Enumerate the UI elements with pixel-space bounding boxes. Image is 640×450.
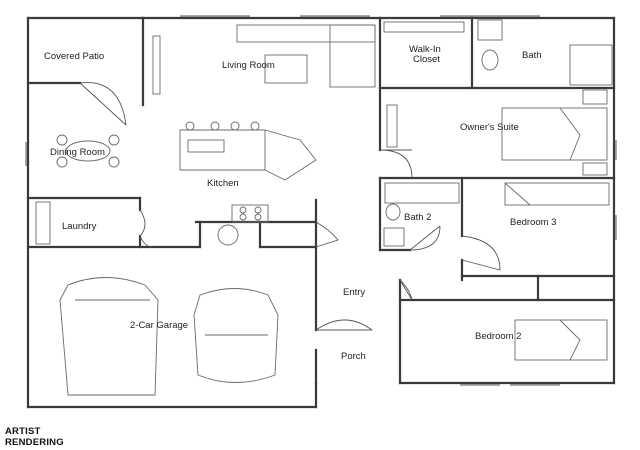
label-bedroom-2: Bedroom 2: [475, 331, 521, 342]
artist-rendering-note: ARTIST RENDERING: [5, 426, 64, 448]
label-bath-2: Bath 2: [404, 212, 431, 223]
label-living-room: Living Room: [222, 60, 275, 71]
label-bedroom-3: Bedroom 3: [510, 217, 556, 228]
label-entry: Entry: [343, 287, 365, 298]
label-walk-in-closet: Walk-In: [409, 44, 441, 55]
label-laundry: Laundry: [62, 221, 97, 232]
walls: [26, 16, 616, 409]
label-dining-room: Dining Room: [50, 147, 105, 158]
fixtures: [35, 19, 613, 396]
label-bath: Bath: [522, 50, 542, 61]
room-labels: Covered Patio Living Room Walk-In Closet…: [44, 44, 556, 362]
label-kitchen: Kitchen: [207, 178, 239, 189]
doors: [79, 82, 501, 331]
label-walk-in-closet-2: Closet: [413, 54, 440, 65]
windows: [25, 15, 617, 386]
label-porch: Porch: [341, 351, 366, 362]
label-owners-suite: Owner's Suite: [460, 122, 519, 133]
label-covered-patio: Covered Patio: [44, 51, 104, 62]
footnote-line-2: RENDERING: [5, 437, 64, 448]
label-garage: 2-Car Garage: [130, 320, 188, 331]
footnote-line-1: ARTIST: [5, 426, 41, 437]
